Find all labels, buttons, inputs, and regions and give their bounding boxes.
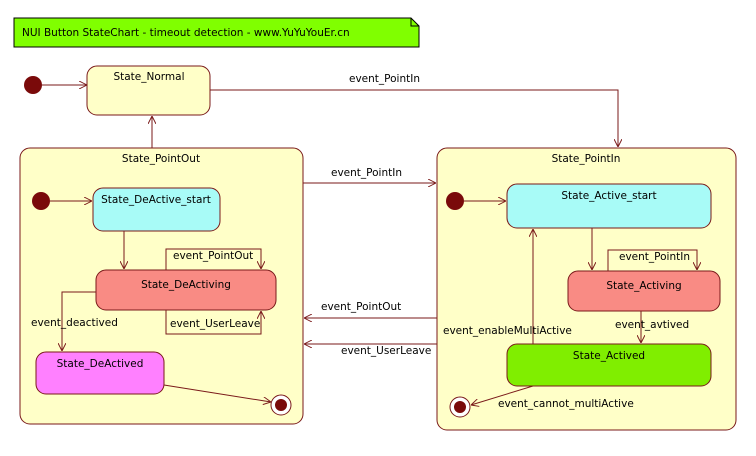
label-pointin-pointout-b: event_UserLeave [341, 345, 431, 357]
state-activing-label: State_Activing [606, 280, 681, 292]
state-deactived: State_DeActived [35, 351, 165, 395]
title-note: NUI Button StateChart - timeout detectio… [13, 17, 420, 48]
transition-labels: event_PointIn event_PointIn event_PointO… [31, 73, 690, 410]
state-deactiving-label: State_DeActiving [141, 279, 231, 291]
initial-node-pointout [32, 192, 50, 210]
label-avtived: event_avtived [615, 319, 689, 331]
state-normal: State_Normal [86, 65, 211, 116]
initial-node-top [24, 76, 42, 94]
state-activing: State_Activing [567, 270, 721, 312]
state-normal-label: State_Normal [113, 71, 184, 83]
label-deactiving-self-top: event_PointOut [173, 250, 253, 262]
initial-node-pointin [446, 192, 464, 210]
label-enable-multi: event_enableMultiActive [443, 325, 572, 337]
state-deactive-start: State_DeActive_start [92, 187, 221, 232]
final-node-pointin [449, 396, 471, 418]
state-actived: State_Actived [506, 343, 712, 387]
state-actived-label: State_Actived [573, 350, 645, 362]
state-active-start-label: State_Active_start [561, 190, 656, 202]
note-text: NUI Button StateChart - timeout detectio… [22, 27, 350, 39]
final-node-pointout [270, 394, 292, 416]
state-pointin-label: State_PointIn [552, 153, 621, 165]
label-normal-pointin: event_PointIn [349, 73, 420, 85]
transitions [42, 85, 697, 405]
label-pointin-pointout-a: event_PointOut [321, 301, 401, 313]
state-pointout-label: State_PointOut [122, 153, 200, 165]
state-active-start: State_Active_start [506, 183, 712, 229]
label-activing-self: event_PointIn [619, 251, 690, 263]
state-deactiving: State_DeActiving [95, 269, 277, 311]
state-deactived-label: State_DeActived [57, 358, 144, 370]
label-cannot-multi: event_cannot_multiActive [498, 398, 634, 410]
note-shape [13, 17, 420, 48]
state-deactive-start-label: State_DeActive_start [101, 194, 211, 206]
label-pointout-pointin: event_PointIn [331, 167, 402, 179]
label-deactived: event_deactived [31, 317, 118, 329]
label-deactiving-self-bottom: event_UserLeave [170, 318, 260, 330]
